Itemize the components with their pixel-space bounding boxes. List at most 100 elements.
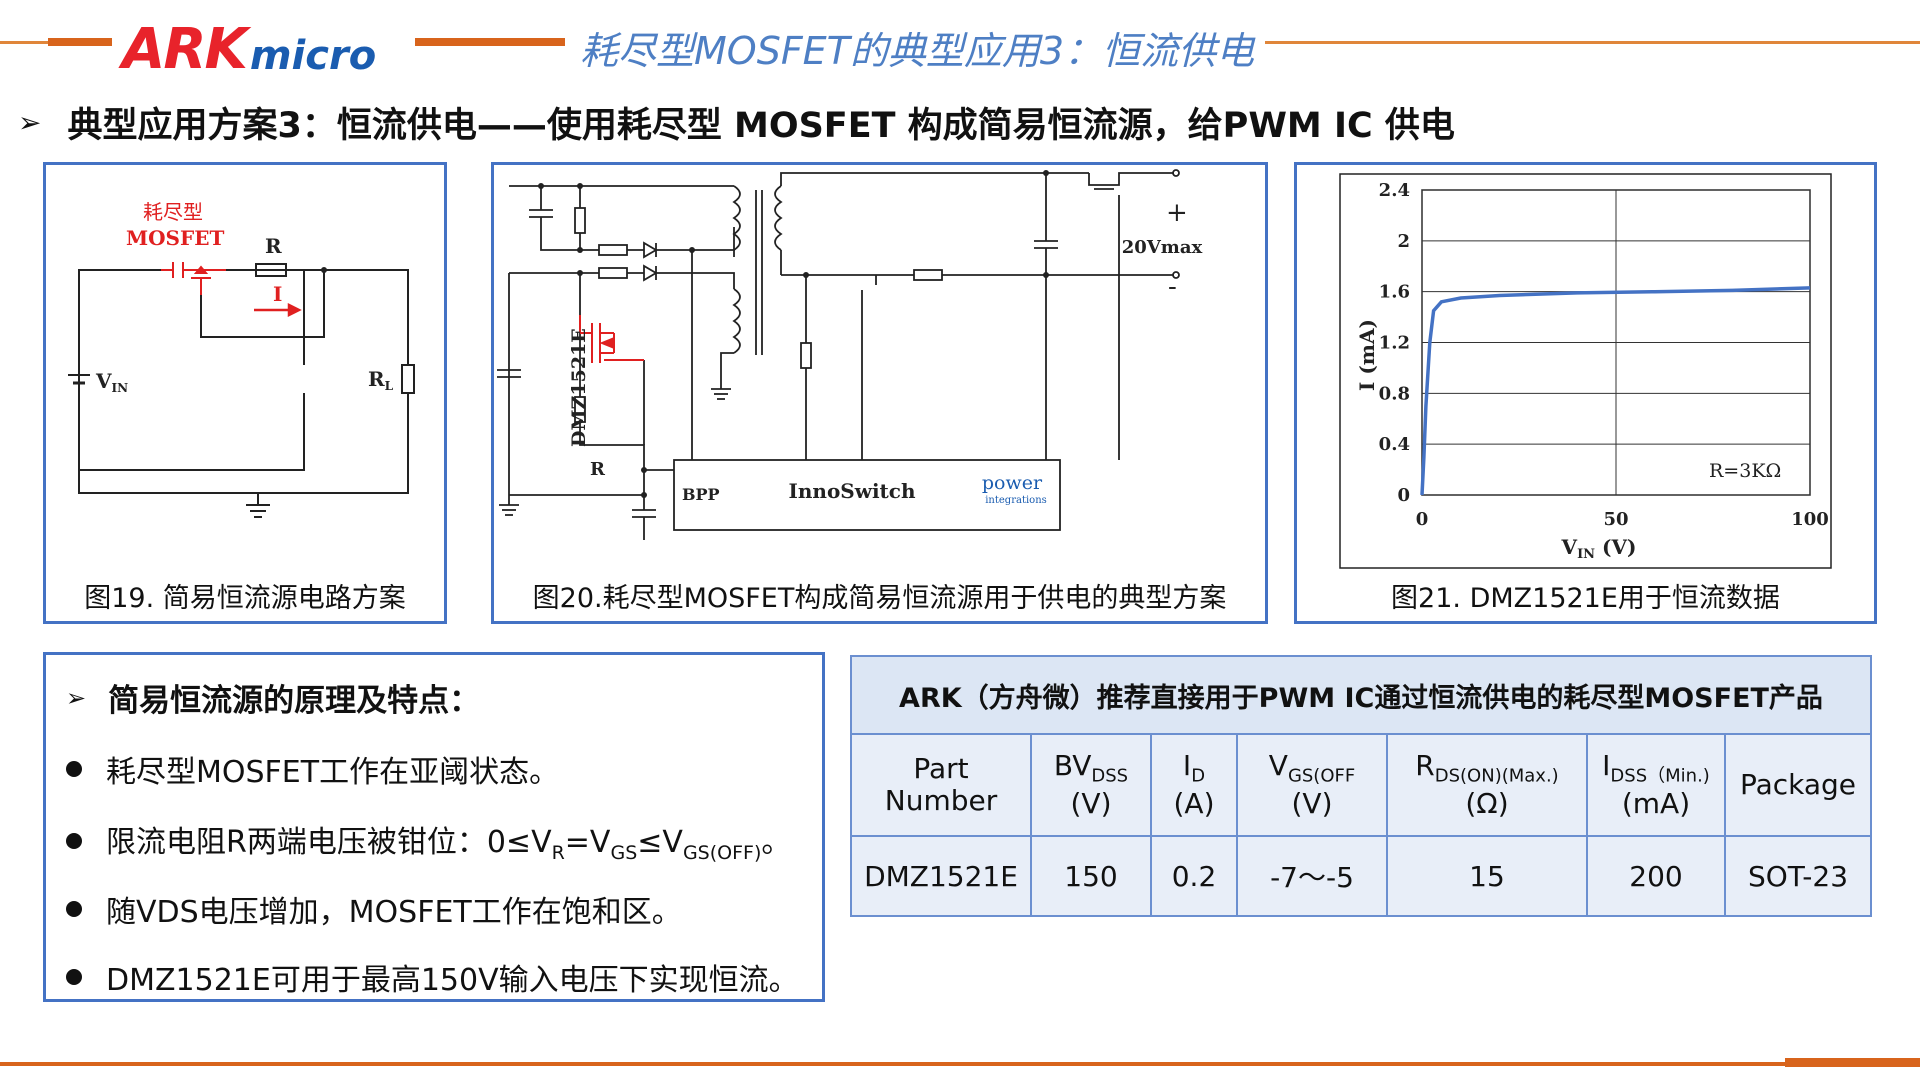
header-line-right — [1265, 41, 1920, 44]
y-tick-label: 1.2 — [1379, 333, 1410, 354]
node-dot — [577, 270, 583, 276]
y-axis-label: I (mA) — [1355, 319, 1379, 391]
slide-title: 耗尽型MOSFET的典型应用3：恒流供电 — [580, 29, 1255, 73]
power-integrations-logo: power — [982, 472, 1043, 494]
arrow-bullet-icon: ➢ — [66, 683, 87, 712]
bullet-1-text: 耗尽型MOSFET工作在亚阈状态。 — [106, 755, 560, 790]
bullet-4-text: DMZ1521E可用于最高150V输入电压下实现恒流。 — [106, 963, 799, 998]
header-accent-left — [48, 38, 112, 46]
label-rl: RL — [368, 367, 394, 393]
header-idss: IDSS（Min.)(mA) — [1586, 733, 1726, 837]
figure-21-panel: 0 0.4 0.8 1.2 1.6 2 2.4 0 50 100 VIN (V) I (mA) R… — [1294, 162, 1877, 624]
bullet-dot-icon — [66, 761, 82, 777]
footer-line — [0, 1062, 1920, 1066]
bullet-dot-icon — [66, 969, 82, 985]
header-package: Package — [1724, 733, 1872, 837]
header-rds-on: RDS(ON)(Max.)(Ω) — [1386, 733, 1588, 837]
cell-bvdss: 150 — [1030, 835, 1152, 917]
logo-micro-text: micro — [249, 33, 377, 79]
label-i: I — [273, 282, 282, 306]
chart-annotation: R=3KΩ — [1709, 460, 1781, 482]
bullet-2-text: 限流电阻R两端电压被钳位：0≤VR=VGS≤VGS(OFF)。 — [106, 825, 792, 864]
label-minus: - — [1168, 272, 1177, 302]
bullet-2: 限流电阻R两端电压被钳位：0≤VR=VGS≤VGS(OFF)。 — [66, 817, 791, 864]
depletion-mosfet-symbol — [579, 315, 644, 363]
y-tick-label: 2 — [1397, 231, 1410, 252]
x-tick-label: 50 — [1603, 509, 1628, 530]
label-bpp: BPP — [682, 485, 720, 504]
cell-vgs-off: -7～-5 — [1236, 835, 1388, 917]
y-tick-label: 0.8 — [1379, 383, 1410, 404]
logo-ark-text: ARK — [122, 17, 248, 82]
figure-19-panel: 耗尽型 MOSFET R I VIN RL 图19. 简易恒流源电路方案 — [43, 162, 447, 624]
x-tick-label: 0 — [1416, 509, 1429, 530]
node-dot — [1043, 170, 1049, 176]
node-dot — [641, 467, 647, 473]
bullet-4: DMZ1521E可用于最高150V输入电压下实现恒流。 — [66, 955, 799, 999]
cell-idss: 200 — [1586, 835, 1726, 917]
label-r: R — [590, 459, 606, 480]
label-vin: VIN — [95, 369, 128, 395]
ark-logo: ARK micro — [122, 6, 376, 78]
figure-20-caption: 图20.耗尽型MOSFET构成简易恒流源用于供电的典型方案 — [532, 583, 1227, 614]
header-id: ID(A) — [1150, 733, 1238, 837]
innoswitch-supply-circuit: DMZ1521E R BPP InnoSwitch + 20Vmax - pow… — [497, 169, 1203, 540]
x-tick-label: 100 — [1791, 509, 1829, 530]
footer-accent — [1785, 1058, 1920, 1067]
y-tick-label: 2.4 — [1379, 180, 1410, 201]
power-integrations-sub: integrations — [985, 495, 1047, 506]
bullet-3: 随VDS电压增加，MOSFET工作在饱和区。 — [66, 887, 682, 931]
figure-20-panel: DMZ1521E R BPP InnoSwitch + 20Vmax - pow… — [491, 162, 1268, 624]
header-line-left — [0, 41, 95, 44]
figure-19-caption: 图19. 简易恒流源电路方案 — [84, 583, 406, 614]
label-part: DMZ1521E — [568, 328, 590, 447]
product-table: ARK（方舟微）推荐直接用于PWM IC通过恒流供电的耗尽型MOSFET产品 P… — [850, 655, 1872, 917]
principle-title: ➢ 简易恒流源的原理及特点： — [66, 675, 480, 720]
section-heading-text: 典型应用方案3：恒流供电——使用耗尽型 MOSFET 构成简易恒流源，给PWM … — [67, 106, 1455, 146]
table-caption: ARK（方舟微）推荐直接用于PWM IC通过恒流供电的耗尽型MOSFET产品 — [850, 655, 1872, 735]
bullet-3-text: 随VDS电压增加，MOSFET工作在饱和区。 — [106, 895, 682, 930]
constant-current-chart: 0 0.4 0.8 1.2 1.6 2 2.4 0 50 100 VIN (V) I (mA) R… — [1339, 173, 1832, 569]
chart-grid — [1421, 189, 1811, 496]
node-dot — [321, 267, 327, 273]
current-arrow-icon — [254, 302, 302, 318]
node-dot — [538, 183, 544, 189]
label-20vmax: 20Vmax — [1122, 237, 1203, 258]
label-depletion: 耗尽型 — [143, 200, 203, 224]
arrow-bullet-icon: ➢ — [18, 106, 42, 139]
node-dot — [1043, 272, 1049, 278]
section-heading: ➢ 典型应用方案3：恒流供电——使用耗尽型 MOSFET 构成简易恒流源，给PW… — [18, 97, 1455, 148]
bullet-dot-icon — [66, 832, 82, 849]
principle-panel: ➢ 简易恒流源的原理及特点： 耗尽型MOSFET工作在亚阈状态。 限流电阻R两端… — [43, 652, 825, 1002]
bullet-1: 耗尽型MOSFET工作在亚阈状态。 — [66, 747, 559, 791]
header-accent-mid — [415, 38, 565, 46]
principle-title-text: 简易恒流源的原理及特点： — [108, 683, 481, 719]
label-plus: + — [1166, 198, 1188, 228]
y-tick-label: 1.6 — [1379, 282, 1410, 303]
node-dot — [803, 272, 809, 278]
bullet-dot-icon — [66, 901, 82, 917]
label-r: R — [265, 234, 282, 258]
cell-rds-on: 15 — [1386, 835, 1588, 917]
node-dot — [641, 492, 647, 498]
chart-axes: 0 0.4 0.8 1.2 1.6 2 2.4 0 50 100 — [1379, 180, 1829, 530]
node-dot — [577, 183, 583, 189]
label-mosfet: MOSFET — [126, 226, 224, 250]
y-tick-label: 0.4 — [1379, 434, 1410, 455]
cell-part: DMZ1521E — [850, 835, 1032, 917]
cell-id: 0.2 — [1150, 835, 1238, 917]
chart-frame — [1339, 173, 1832, 569]
header-vgs-off: VGS(OFF(V) — [1236, 733, 1388, 837]
simple-current-source-circuit: 耗尽型 MOSFET R I VIN RL — [68, 200, 415, 518]
x-axis-label: VIN (V) — [1561, 535, 1637, 562]
y-tick-label: 0 — [1397, 485, 1410, 506]
header-bvdss: BVDSS(V) — [1030, 733, 1152, 837]
label-innoswitch: InnoSwitch — [789, 479, 916, 503]
depletion-mosfet-symbol — [161, 262, 226, 295]
node-dot — [577, 247, 583, 253]
table-row: DMZ1521E 150 0.2 -7～-5 15 200 SOT-23 — [850, 835, 1872, 917]
node-dot — [689, 247, 695, 253]
series-line — [1420, 286, 1811, 496]
